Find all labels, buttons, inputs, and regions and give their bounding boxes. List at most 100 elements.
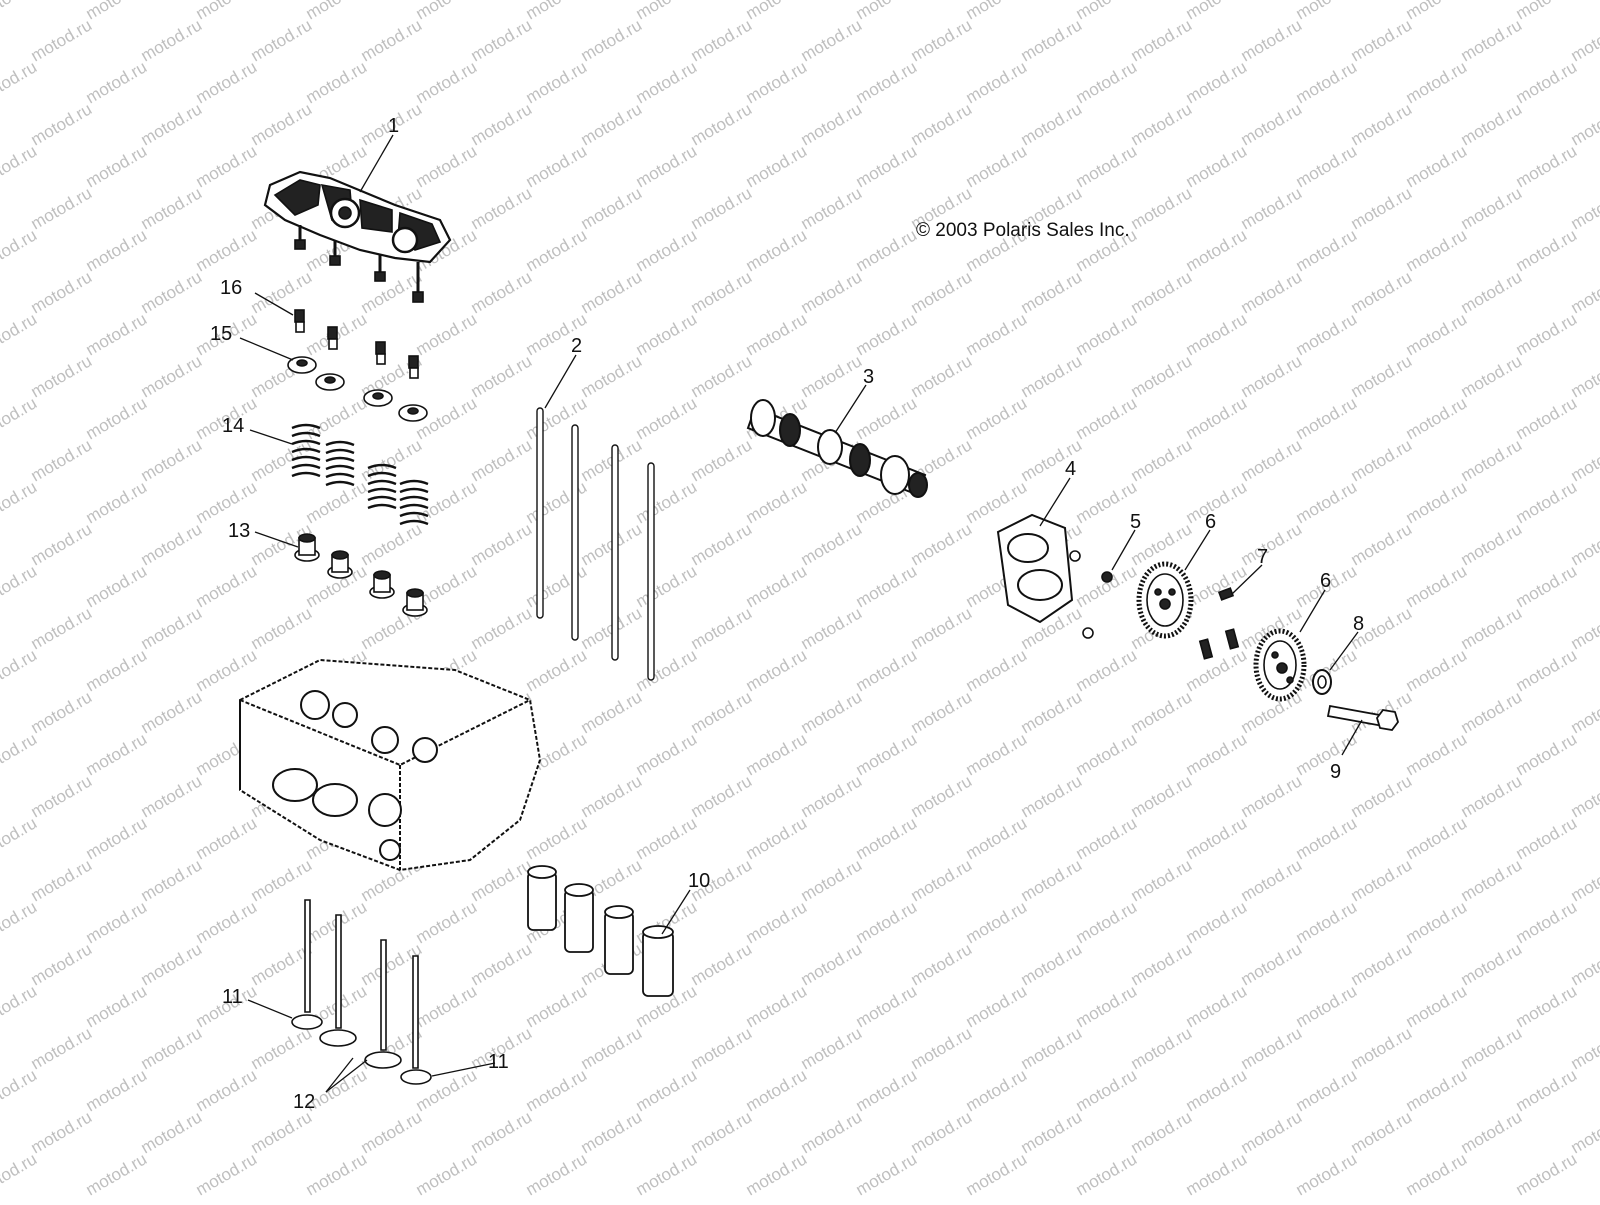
watermark-text: motod.ru [688, 99, 756, 149]
watermark-text: motod.ru [138, 939, 206, 989]
watermark-text: motod.ru [138, 771, 206, 821]
watermark-text: motod.ru [853, 1065, 921, 1115]
watermark-text: motod.ru [1568, 519, 1600, 569]
watermark-text: motod.ru [413, 309, 481, 359]
watermark-text: motod.ru [853, 1149, 921, 1199]
watermark-text: motod.ru [743, 981, 811, 1031]
watermark-text: motod.ru [1513, 141, 1581, 191]
watermark-text: motod.ru [1018, 771, 1086, 821]
watermark-text: motod.ru [1238, 855, 1306, 905]
watermark-text: motod.ru [798, 99, 866, 149]
watermark-text: motod.ru [853, 813, 921, 863]
callout-11-left: 11 [222, 986, 243, 1008]
watermark-text: motod.ru [138, 603, 206, 653]
watermark-text: motod.ru [688, 603, 756, 653]
watermark-text: motod.ru [1128, 771, 1196, 821]
watermark-text: motod.ru [468, 855, 536, 905]
watermark-text: motod.ru [1348, 1023, 1416, 1073]
watermark-text: motod.ru [1568, 855, 1600, 905]
watermark-text: motod.ru [1018, 687, 1086, 737]
watermark-text: motod.ru [138, 687, 206, 737]
watermark-text: motod.ru [523, 561, 591, 611]
watermark-text: motod.ru [1293, 813, 1361, 863]
watermark-text: motod.ru [908, 603, 976, 653]
watermark-text: motod.ru [798, 267, 866, 317]
watermark-text: motod.ru [413, 0, 481, 23]
watermark-text: motod.ru [248, 1107, 316, 1157]
watermark-text: motod.ru [963, 981, 1031, 1031]
watermark-text: motod.ru [578, 351, 646, 401]
watermark-text: motod.ru [578, 687, 646, 737]
watermark-text: motod.ru [303, 1149, 371, 1199]
watermark-text: motod.ru [1568, 687, 1600, 737]
watermark-text: motod.ru [963, 57, 1031, 107]
watermark-text: motod.ru [908, 519, 976, 569]
watermark-text: motod.ru [1348, 15, 1416, 65]
watermark-text: motod.ru [633, 141, 701, 191]
watermark-text: motod.ru [303, 393, 371, 443]
watermark-text: motod.ru [0, 57, 40, 107]
watermark-text: motod.ru [1513, 225, 1581, 275]
watermark-text: motod.ru [193, 813, 261, 863]
watermark-text: motod.ru [578, 99, 646, 149]
watermark-text: motod.ru [743, 309, 811, 359]
watermark-text: motod.ru [1128, 351, 1196, 401]
watermark-text: motod.ru [963, 1065, 1031, 1115]
watermark-text: motod.ru [1238, 267, 1306, 317]
watermark-text: motod.ru [193, 57, 261, 107]
cam-cover-gasket [998, 515, 1072, 622]
watermark-text: motod.ru [688, 183, 756, 233]
watermark-text: motod.ru [1568, 771, 1600, 821]
watermark-text: motod.ru [798, 1107, 866, 1157]
watermark-text: motod.ru [1018, 15, 1086, 65]
watermark-text: motod.ru [853, 309, 921, 359]
watermark-text: motod.ru [1568, 183, 1600, 233]
watermark-text: motod.ru [1513, 561, 1581, 611]
watermark-text: motod.ru [1348, 435, 1416, 485]
watermark-text: motod.ru [468, 267, 536, 317]
callout-16: 16 [220, 277, 242, 299]
watermark-text: motod.ru [1128, 855, 1196, 905]
watermark-text: motod.ru [743, 0, 811, 23]
watermark-text: motod.ru [1293, 225, 1361, 275]
watermark-text: motod.ru [798, 519, 866, 569]
watermark-text: motod.ru [1513, 309, 1581, 359]
watermark-text: motod.ru [0, 645, 40, 695]
watermark-text: motod.ru [0, 225, 40, 275]
callout-2: 2 [571, 335, 582, 357]
watermark-text: motod.ru [633, 309, 701, 359]
watermark-text: motod.ru [1183, 57, 1251, 107]
watermark-text: motod.ru [633, 813, 701, 863]
watermark-text: motod.ru [853, 393, 921, 443]
watermark-text: motod.ru [1513, 813, 1581, 863]
watermark-text: motod.ru [688, 771, 756, 821]
watermark-text: motod.ru [688, 519, 756, 569]
watermark-text: motod.ru [1293, 897, 1361, 947]
watermark-text: motod.ru [1293, 477, 1361, 527]
watermark-text: motod.ru [28, 1023, 96, 1073]
watermark-text: motod.ru [28, 519, 96, 569]
watermark-text: motod.ru [0, 1149, 40, 1199]
watermark-text: motod.ru [1128, 1023, 1196, 1073]
watermark-text: motod.ru [0, 0, 40, 23]
watermark-text: motod.ru [193, 897, 261, 947]
watermark-text: motod.ru [853, 141, 921, 191]
watermark-text: motod.ru [1458, 183, 1526, 233]
watermark-text: motod.ru [248, 15, 316, 65]
watermark-text: motod.ru [688, 267, 756, 317]
watermark-text: motod.ru [1238, 1023, 1306, 1073]
watermark-text: motod.ru [28, 15, 96, 65]
watermark-text: motod.ru [798, 687, 866, 737]
watermark-text: motod.ru [1513, 57, 1581, 107]
watermark-text: motod.ru [1458, 15, 1526, 65]
watermark-text: motod.ru [83, 309, 151, 359]
watermark-text: motod.ru [193, 561, 261, 611]
watermark-text: motod.ru [1348, 183, 1416, 233]
watermark-text: motod.ru [578, 1107, 646, 1157]
callout-3: 3 [863, 366, 874, 388]
watermark-text: motod.ru [1568, 1107, 1600, 1157]
watermark-text: motod.ru [853, 981, 921, 1031]
watermark-text: motod.ru [83, 57, 151, 107]
watermark-text: motod.ru [0, 561, 40, 611]
